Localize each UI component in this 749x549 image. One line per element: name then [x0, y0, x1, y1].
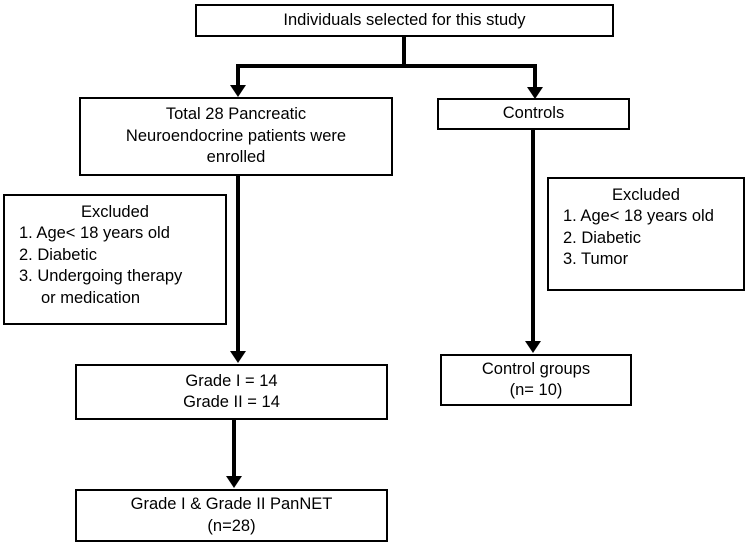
connector-root-split-bar — [236, 64, 537, 68]
node-excluded-controls-items: 1. Age< 18 years old 2. Diabetic 3. Tumo… — [549, 206, 743, 270]
node-final-pannet-line2: (n=28) — [207, 516, 256, 535]
arrowhead-patients-to-grades — [230, 351, 246, 363]
excluded-patients-item-3: 3. Undergoing therapy — [19, 267, 183, 286]
arrowhead-root-to-controls — [527, 87, 543, 99]
excluded-patients-item-1: 1. Age< 18 years old — [19, 224, 170, 243]
connector-grades-to-final — [232, 420, 236, 477]
node-grades-line2: Grade II = 14 — [183, 393, 280, 411]
connector-patients-to-grades — [236, 176, 240, 352]
node-individuals-selected-label: Individuals selected for this study — [283, 10, 526, 29]
connector-root-to-controls — [533, 64, 537, 88]
node-final-pannet: Grade I & Grade II PanNET (n=28) — [75, 489, 388, 542]
node-grades: Grade I = 14 Grade II = 14 — [75, 364, 388, 420]
node-controls: Controls — [437, 98, 630, 130]
node-control-groups: Control groups (n= 10) — [440, 354, 632, 406]
arrowhead-root-to-patients — [230, 85, 246, 97]
node-control-groups-line1: Control groups — [481, 359, 591, 378]
node-controls-label: Controls — [502, 104, 565, 123]
excluded-patients-item-2: 2. Diabetic — [19, 245, 97, 264]
node-grades-line1: Grade I = 14 — [185, 371, 278, 390]
excluded-controls-item-3: 3. Tumor — [563, 250, 629, 269]
node-total-patients-line1: Total 28 Pancreatic — [165, 105, 307, 124]
excluded-patients-item-3-continuation: or medication — [41, 288, 141, 307]
node-excluded-controls: Excluded 1. Age< 18 years old 2. Diabeti… — [547, 177, 745, 291]
node-individuals-selected: Individuals selected for this study — [195, 4, 614, 37]
excluded-controls-item-2: 2. Diabetic — [563, 228, 641, 247]
node-excluded-patients: Excluded 1. Age< 18 years old 2. Diabeti… — [3, 194, 227, 325]
connector-root-stem — [402, 37, 406, 66]
arrowhead-grades-to-final — [226, 476, 242, 488]
excluded-controls-item-1: 1. Age< 18 years old — [563, 207, 714, 226]
node-total-patients: Total 28 Pancreatic Neuroendocrine patie… — [79, 97, 393, 176]
node-control-groups-line2: (n= 10) — [509, 381, 563, 399]
node-total-patients-line2: Neuroendocrine patients were — [125, 126, 347, 145]
arrowhead-controls-to-control-groups — [525, 341, 541, 353]
node-total-patients-line3: enrolled — [206, 148, 266, 167]
node-excluded-patients-items: 1. Age< 18 years old 2. Diabetic 3. Unde… — [5, 223, 225, 309]
node-excluded-patients-header: Excluded — [81, 203, 149, 221]
connector-controls-to-control-groups — [531, 130, 535, 342]
node-excluded-controls-header: Excluded — [612, 186, 680, 204]
connector-root-to-patients — [236, 64, 240, 86]
excluded-patients-item-3-cont: or medication — [19, 288, 225, 309]
node-final-pannet-line1: Grade I & Grade II PanNET — [130, 495, 333, 514]
